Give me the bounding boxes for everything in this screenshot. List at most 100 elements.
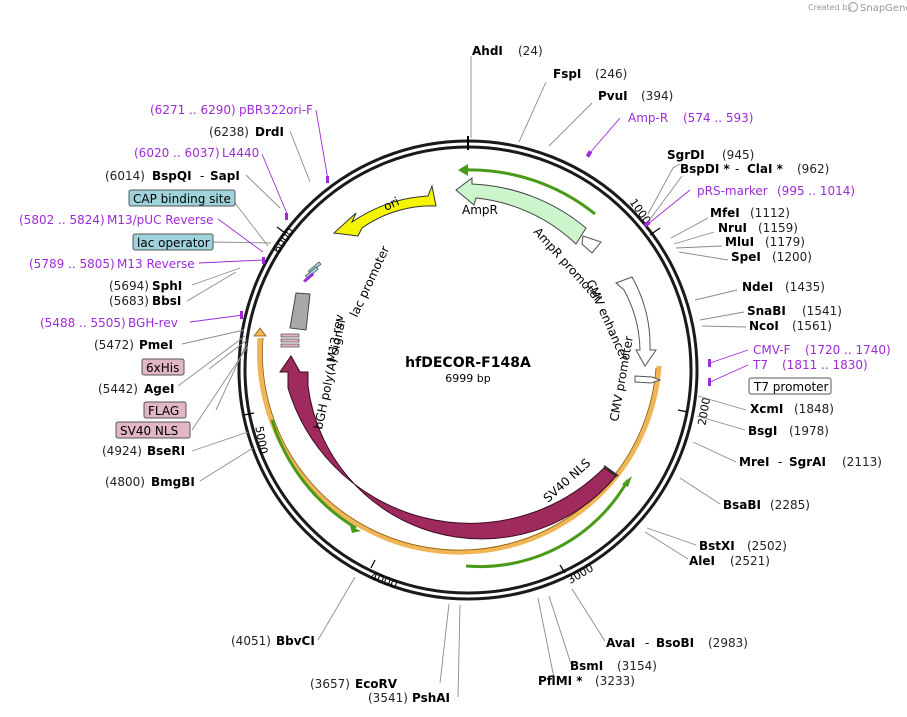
- enzyme-alei[interactable]: AleI: [689, 554, 715, 568]
- snapgene-logo-icon: [847, 1, 859, 13]
- enzyme-sphi-pos: (5694): [109, 279, 149, 293]
- enzyme-drdi[interactable]: DrdI: [255, 125, 284, 139]
- enzyme-bsgi[interactable]: BsgI: [748, 424, 777, 438]
- enzyme-mlui[interactable]: MluI: [725, 235, 754, 249]
- enzyme-pmei[interactable]: PmeI: [139, 338, 173, 352]
- enzyme-nrui-pos: (1159): [758, 221, 798, 235]
- 6xhis-box[interactable]: [141, 358, 185, 376]
- enzyme-ahdi[interactable]: AhdI: [472, 44, 503, 58]
- bgh-feature[interactable]: [289, 292, 311, 331]
- ori-label: ori: [381, 194, 401, 213]
- primer-bgh-rev[interactable]: BGH-rev: [128, 316, 178, 330]
- primer-m13-reverse-range: (5789 .. 5805): [29, 257, 115, 271]
- primer-cmvf[interactable]: CMV-F: [753, 343, 791, 357]
- ori-feature[interactable]: [332, 184, 437, 237]
- primer-l4440-range: (6020 .. 6037): [134, 146, 220, 160]
- cmv-promoter-label: CMV promoter: [607, 335, 636, 423]
- enzyme-pmei-pos: (5472): [94, 338, 134, 352]
- rfxcas13d-feature[interactable]: [279, 355, 617, 540]
- sv40-nls-box[interactable]: [115, 421, 191, 439]
- enzyme-snabi-pos: (1541): [802, 304, 842, 318]
- orf-orange-arrowhead: [253, 327, 267, 337]
- enzyme-drdi-pos: (6238): [209, 125, 249, 139]
- svg-text:-: -: [735, 162, 739, 176]
- flag-box[interactable]: [143, 401, 187, 419]
- enzyme-bbsi-pos: (5683): [109, 294, 149, 308]
- enzyme-nrui[interactable]: NruI: [718, 221, 747, 235]
- enzyme-pshai[interactable]: PshAI: [412, 691, 450, 705]
- enzyme-bspqi-pos: (6014): [105, 169, 145, 183]
- enzyme-mfei-pos: (1112): [750, 206, 790, 220]
- sv40-nls-feature[interactable]: [603, 465, 619, 477]
- enzyme-bsabi[interactable]: BsaBI: [723, 498, 761, 512]
- enzyme-ncoi-pos: (1561): [792, 319, 832, 333]
- enzyme-xcmi[interactable]: XcmI: [750, 402, 783, 416]
- enzyme-bmgbi[interactable]: BmgBI: [151, 475, 195, 489]
- enzyme-bseri[interactable]: BseRI: [147, 444, 185, 458]
- sv40-nls-box-label: SV40 NLS: [120, 424, 178, 438]
- enzyme-clai[interactable]: ClaI *: [747, 162, 784, 176]
- ampr-feature[interactable]: [455, 177, 587, 245]
- primer-l4440[interactable]: L4440: [222, 146, 259, 160]
- enzyme-sapi[interactable]: SapI: [210, 169, 240, 183]
- enzyme-avai[interactable]: AvaI: [606, 636, 635, 650]
- enzyme-clai-pos: (962): [797, 162, 829, 176]
- lac-promoter-label: lac promoter: [347, 244, 392, 320]
- enzyme-sgrdi-pos: (945): [722, 148, 754, 162]
- enzyme-ahdi-pos: (24): [518, 44, 543, 58]
- enzyme-bsmi[interactable]: BsmI: [570, 659, 603, 673]
- enzyme-snabi[interactable]: SnaBI: [747, 304, 786, 318]
- tick-label-5000: 5000: [252, 425, 270, 455]
- enzyme-bbsi[interactable]: BbsI: [152, 294, 181, 308]
- enzyme-bspdi[interactable]: BspDI *: [680, 162, 730, 176]
- enzyme-ecorv[interactable]: EcoRV: [355, 677, 398, 691]
- enzyme-bstxi[interactable]: BstXI: [699, 539, 735, 553]
- enzyme-sgrai[interactable]: SgrAI: [789, 455, 826, 469]
- orf-green-top-arrowhead: [458, 164, 468, 176]
- enzyme-bseri-pos: (4924): [102, 444, 142, 458]
- tick-marks: [243, 226, 689, 574]
- primer-ampr[interactable]: Amp-R: [628, 111, 668, 125]
- enzyme-bspqi[interactable]: BspQI: [152, 169, 192, 183]
- tick-label-4000: 4000: [368, 570, 399, 592]
- t7-promoter-box[interactable]: [748, 377, 832, 395]
- enzyme-ndei[interactable]: NdeI: [742, 280, 773, 294]
- enzyme-bsobi-pos: (2983): [708, 636, 748, 650]
- enzyme-sphi[interactable]: SphI: [152, 279, 182, 293]
- enzyme-pflmi[interactable]: PflMI *: [538, 674, 583, 688]
- enzyme-bbvci-pos: (4051): [231, 634, 271, 648]
- plasmid-size: 6999 bp: [445, 372, 490, 385]
- enzyme-fspi[interactable]: FspI: [553, 67, 581, 81]
- cmv-promoter-feature[interactable]: [634, 375, 662, 384]
- enzyme-pvui[interactable]: PvuI: [598, 89, 628, 103]
- primer-cmvf-range: (1720 .. 1740): [805, 343, 891, 357]
- cap-binding-site-box[interactable]: [128, 189, 236, 207]
- enzyme-bbvci[interactable]: BbvCI: [276, 634, 315, 648]
- 6xhis-label: 6xHis: [146, 361, 179, 375]
- primer-m13-reverse[interactable]: M13 Reverse: [117, 257, 195, 271]
- ampr-label: AmpR: [462, 203, 498, 217]
- svg-text:-: -: [645, 636, 649, 650]
- lac-operator-box[interactable]: [132, 233, 214, 251]
- primer-prs-marker[interactable]: pRS-marker: [697, 184, 768, 198]
- primer-m13puc-reverse-range: (5802 .. 5824): [19, 213, 105, 227]
- enzyme-mrei[interactable]: MreI: [739, 455, 769, 469]
- enzyme-spei-pos: (1200): [772, 250, 812, 264]
- enzyme-bsgi-pos: (1978): [789, 424, 829, 438]
- enzyme-mlui-pos: (1179): [765, 235, 805, 249]
- enzyme-bsobi[interactable]: BsoBI: [656, 636, 694, 650]
- primer-t7[interactable]: T7: [752, 358, 768, 372]
- enzyme-agei-pos: (5442): [98, 382, 138, 396]
- enzyme-ncoi[interactable]: NcoI: [749, 319, 779, 333]
- enzyme-mfei[interactable]: MfeI: [710, 206, 740, 220]
- cmv-enhancer-feature[interactable]: [615, 276, 657, 367]
- enzyme-spei[interactable]: SpeI: [731, 250, 761, 264]
- enzyme-sgrdi[interactable]: SgrDI: [667, 148, 705, 162]
- primer-m13puc-reverse[interactable]: M13/pUC Reverse: [107, 213, 214, 227]
- enzyme-ecorv-pos: (3657): [310, 677, 350, 691]
- primer-ampr-range: (574 .. 593): [683, 111, 753, 125]
- primer-pbr322ori-f[interactable]: pBR322ori-F: [239, 103, 313, 117]
- enzyme-agei[interactable]: AgeI: [144, 382, 174, 396]
- enzyme-leaders: [177, 56, 747, 698]
- ampr-promoter-feature[interactable]: [581, 235, 602, 254]
